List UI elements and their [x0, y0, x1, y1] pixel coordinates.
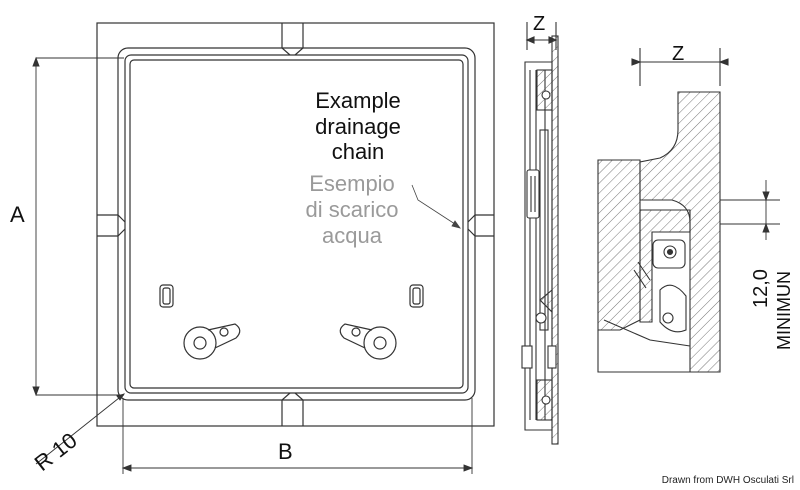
note-italian-line2: di scarico [306, 197, 399, 222]
radius-label: R 10 [30, 428, 82, 476]
outer-flange [96, 22, 495, 427]
note-english-line3: chain [332, 139, 385, 164]
drain-notch-left [97, 214, 126, 237]
detail-latch [652, 239, 687, 333]
front-view [96, 22, 495, 427]
latch-right [339, 323, 397, 360]
side-flange [551, 35, 559, 445]
latch-left [183, 323, 241, 360]
drain-notch-top [281, 23, 304, 56]
detail-min-value: 12,0 [750, 269, 772, 308]
dimension-a-label: A [10, 202, 25, 227]
slot-right-inner [412, 287, 421, 305]
slot-right [409, 284, 424, 308]
hatch-frame-inner [124, 54, 469, 394]
hatch-frame [117, 47, 476, 401]
detail-dimension-z-label: Z [672, 43, 684, 65]
side-latch-body [526, 169, 540, 219]
drain-notch-bottom [281, 392, 304, 426]
side-hinge-top [536, 69, 553, 111]
detail-min-dimension [720, 180, 780, 240]
note-italian-line1: Esempio [309, 171, 395, 196]
detail-view [597, 48, 729, 373]
dimension-b-label: B [278, 439, 293, 464]
dimension-a [32, 56, 124, 397]
drain-notch-right [467, 214, 494, 237]
radius-leader [35, 393, 126, 465]
hatch-lid [129, 59, 464, 389]
dimension-b [121, 398, 474, 474]
side-dimension-z-label: Z [533, 13, 545, 35]
note-english-line2: drainage [315, 114, 401, 139]
note-italian-line3: acqua [322, 223, 383, 248]
detail-frame [597, 159, 641, 331]
slot-left-inner [162, 287, 171, 305]
note-english-line1: Example [315, 88, 401, 113]
slot-left [159, 284, 174, 308]
note-leader [411, 184, 461, 229]
credit-text: Drawn from DWH Osculati Srl [661, 475, 794, 486]
side-frame-body [524, 61, 553, 431]
detail-min-label: MINIMUN [774, 271, 794, 350]
side-view [521, 22, 559, 445]
